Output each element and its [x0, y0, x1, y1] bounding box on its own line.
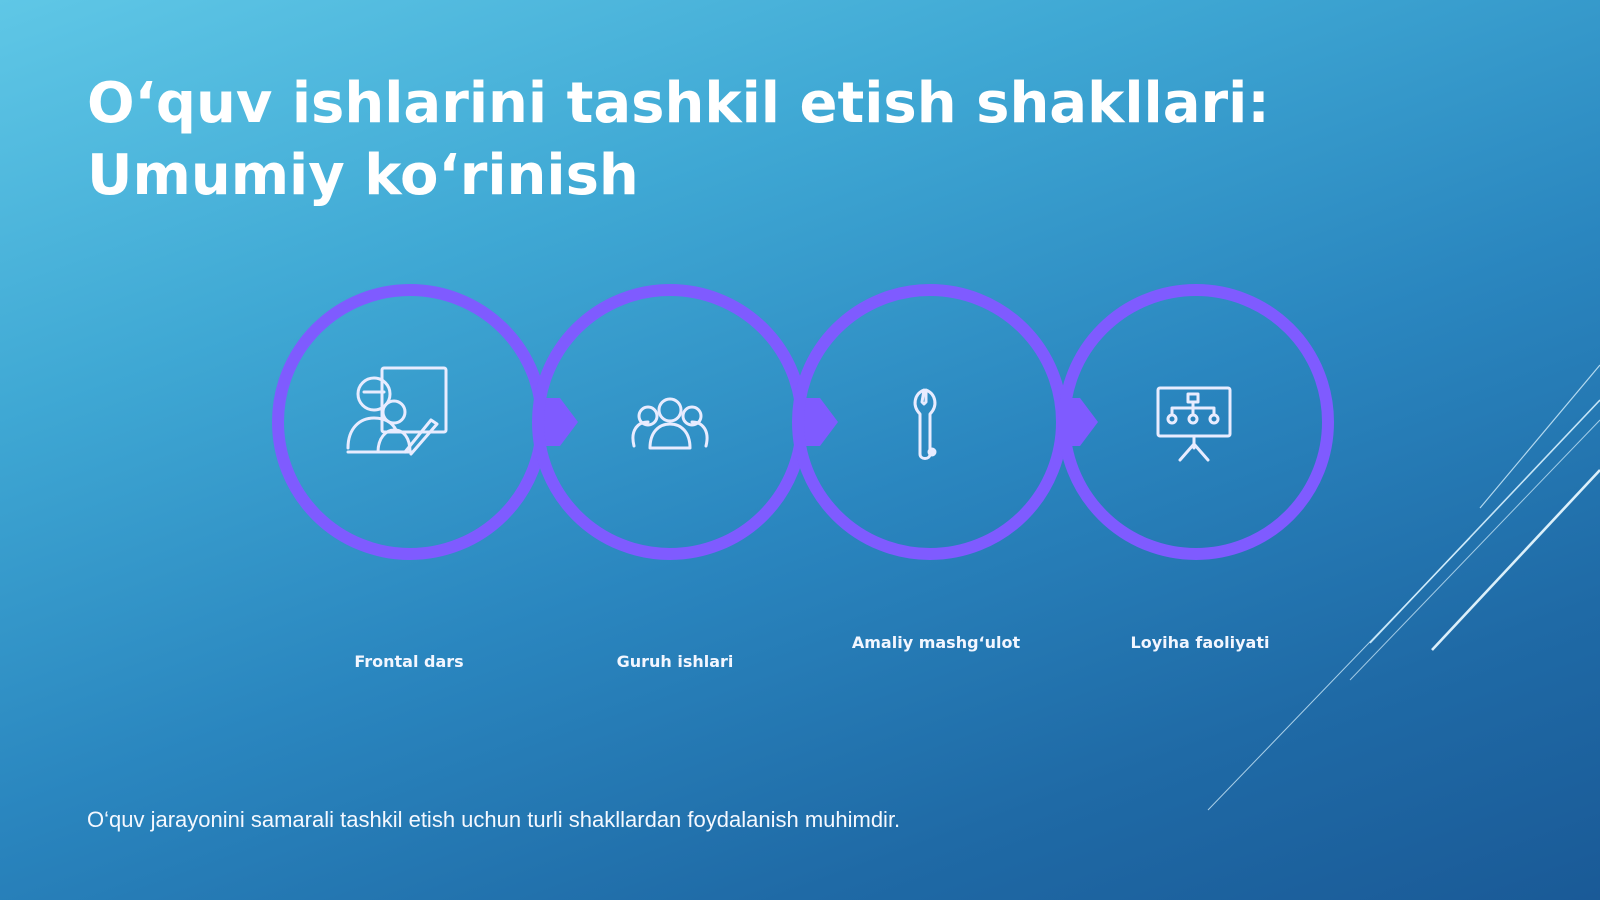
presentation-hierarchy-icon: [1156, 386, 1232, 462]
slide-title: O‘quv ishlarini tashkil etish shakllari:…: [87, 71, 1270, 208]
connector-arrow-2: [806, 398, 838, 446]
step-label-loyiha-faoliyati: Loyiha faoliyati: [1130, 633, 1270, 652]
connector-arrow-3: [1066, 398, 1098, 446]
step-label-guruh-ishlari: Guruh ishlari: [616, 652, 734, 671]
step-ring-1: [272, 284, 548, 560]
step-label-amaliy-mashgulot: Amaliy mashg‘ulot: [851, 633, 1021, 652]
step-ring-4: [1058, 284, 1334, 560]
teacher-board-icon: [346, 366, 448, 456]
connector-arrow-1: [546, 398, 578, 446]
footer-text: O‘quv jarayonini samarali tashkil etish …: [87, 807, 901, 832]
step-label-frontal-dars: Frontal dars: [354, 652, 464, 671]
wrench-icon: [913, 388, 937, 460]
group-people-icon: [631, 397, 709, 450]
